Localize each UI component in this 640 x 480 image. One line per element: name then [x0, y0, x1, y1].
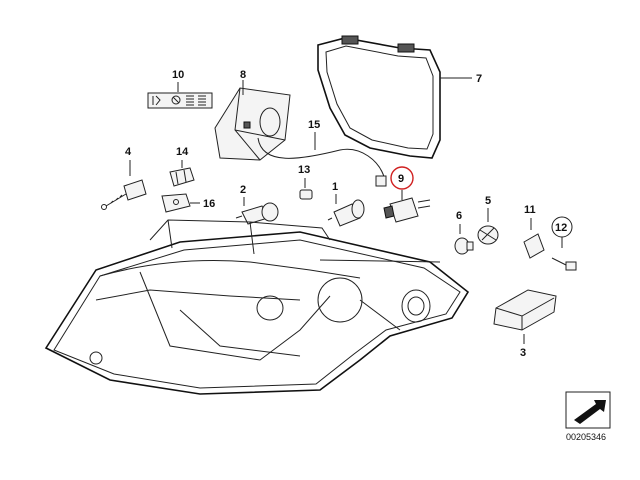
callout-14: 14	[176, 146, 189, 158]
callout-11: 11	[524, 204, 536, 216]
callout-13: 13	[298, 164, 310, 176]
part-3-ballast: 3	[493, 289, 557, 359]
part-4-adjuster: 4	[101, 146, 147, 210]
callout-5: 5	[485, 195, 491, 207]
diagram-reference-number: 00205346	[566, 432, 606, 442]
part-8-control-unit: 8	[214, 69, 291, 161]
part-15-cable: 15	[257, 119, 387, 187]
part-1-bulb: 1	[327, 181, 365, 227]
part-9-bulb-socket: 9	[383, 166, 431, 223]
callout-16: 16	[203, 198, 215, 210]
headlight-housing	[44, 219, 470, 395]
part-10-warning-label: 10	[147, 69, 213, 109]
callout-7: 7	[476, 73, 482, 85]
callout-9: 9	[398, 173, 404, 185]
highlight-ring	[390, 166, 414, 190]
part-13-nut: 13	[298, 164, 313, 200]
callout-1: 1	[332, 181, 338, 193]
callout-4: 4	[125, 146, 132, 158]
part-7-cover-gasket: 7	[317, 35, 482, 159]
callout-2: 2	[240, 184, 246, 196]
callout-12: 12	[555, 222, 567, 234]
part-11-bracket: 11	[523, 204, 545, 259]
part-6-small-bulb: 6	[454, 210, 474, 255]
callout-3: 3	[520, 347, 526, 359]
callout-6: 6	[456, 210, 462, 222]
part-12-bolt: 12	[551, 216, 577, 271]
callout-10: 10	[172, 69, 184, 81]
callout-15: 15	[308, 119, 320, 131]
direction-arrow-icon	[565, 391, 611, 429]
part-16-bracket: 16	[161, 193, 215, 213]
part-2-bulb: 2	[235, 184, 279, 225]
part-5-socket: 5	[477, 195, 499, 245]
part-14-clip: 14	[169, 146, 195, 187]
callout-8: 8	[240, 69, 246, 81]
